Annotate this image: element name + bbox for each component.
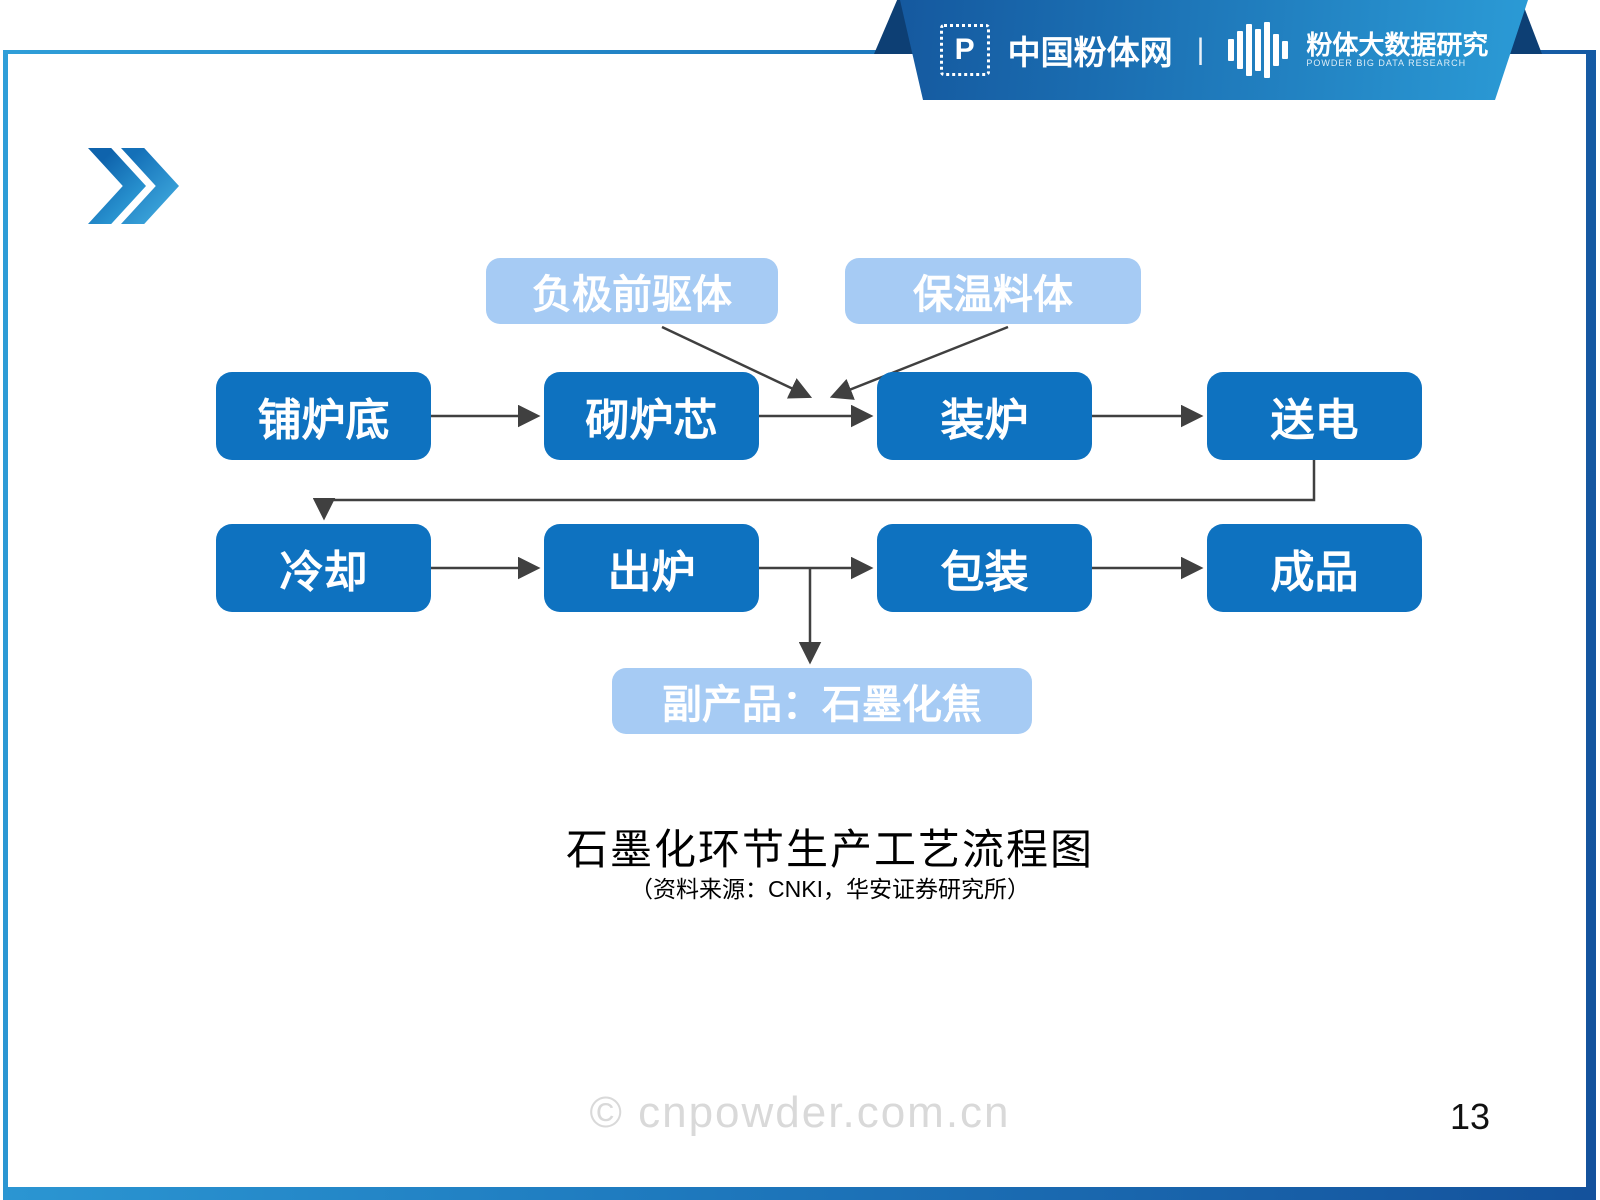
flow-node-input-precursor: 负极前驱体 [486, 258, 778, 324]
figure-source-note: （资料来源：CNKI，华安证券研究所） [630, 876, 1030, 902]
watermark: © cnpowder.com.cn [589, 1088, 1011, 1137]
flow-node-cooling: 冷却 [216, 524, 431, 612]
flow-node-charge-furnace: 装炉 [877, 372, 1092, 460]
flow-node-byproduct: 副产品：石墨化焦 [612, 668, 1032, 734]
page-number: 13 [1449, 1096, 1491, 1137]
brand-name-right: 粉体大数据研究 POWDER BIG DATA RESEARCH [1306, 31, 1488, 69]
slide-frame [3, 50, 1596, 1200]
bar-chart-logo-icon [1228, 20, 1288, 80]
flow-node-finished-product: 成品 [1207, 524, 1422, 612]
flow-node-lay-furnace-bottom: 铺炉底 [216, 372, 431, 460]
figure-title: 石墨化环节生产工艺流程图 [565, 826, 1094, 873]
flow-node-input-insulation: 保温料体 [845, 258, 1141, 324]
flow-node-power-on: 送电 [1207, 372, 1422, 460]
flow-node-packaging: 包装 [877, 524, 1092, 612]
powder-net-logo-icon: P [940, 24, 990, 76]
brand-divider: | [1196, 33, 1205, 66]
brand-right-title: 粉体大数据研究 [1306, 29, 1489, 60]
flow-node-build-furnace-core: 砌炉芯 [544, 372, 759, 460]
brand-right-subtitle: POWDER BIG DATA RESEARCH [1306, 58, 1467, 69]
flow-node-discharge: 出炉 [544, 524, 759, 612]
header-banner: P 中国粉体网 | 粉体大数据研究 POWDER BIG DATA RESEAR… [900, 0, 1528, 100]
brand-name-left: 中国粉体网 [1007, 34, 1173, 71]
